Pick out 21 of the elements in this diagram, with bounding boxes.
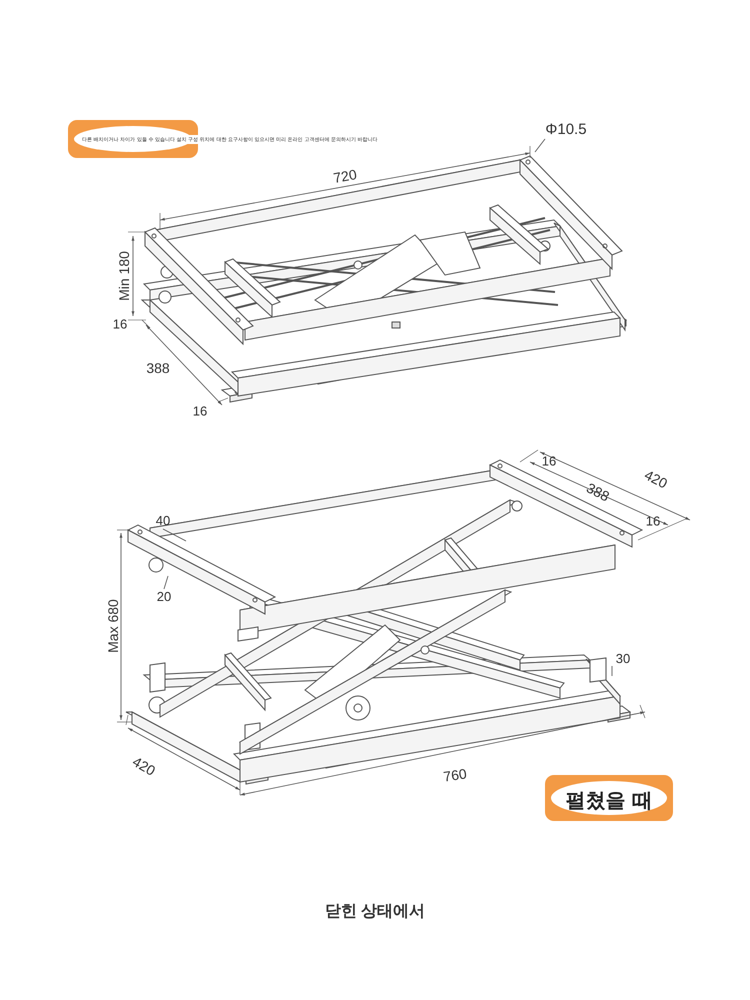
dimension-label: 16 xyxy=(646,514,660,528)
dimension-label: 40 xyxy=(152,513,174,529)
dimension-label: 16 xyxy=(542,454,556,468)
dimension-label: 30 xyxy=(612,651,634,667)
dimension-label: 760 xyxy=(442,766,468,784)
leader-line xyxy=(164,576,168,590)
dimension-label: 20 xyxy=(153,589,175,605)
dimension-label: 720 xyxy=(332,167,358,185)
dimension-label: Φ10.5 xyxy=(540,121,592,139)
dimension-label: Max 680 xyxy=(106,599,120,653)
dimension-label: Min 180 xyxy=(117,251,131,301)
dimension-label: 388 xyxy=(146,361,170,375)
dimension-label: 16 xyxy=(192,404,208,418)
callout-box: 펼쳤을 때 xyxy=(545,775,673,821)
leader-line xyxy=(162,528,186,542)
dimension-label: 388 xyxy=(584,480,612,504)
caption-text: 닫힌 상태에서 xyxy=(324,904,426,920)
dimension-label: 420 xyxy=(642,467,670,491)
leader-line xyxy=(534,138,546,152)
dimension-label: 420 xyxy=(130,754,158,778)
dimension-label: 16 xyxy=(112,318,128,330)
